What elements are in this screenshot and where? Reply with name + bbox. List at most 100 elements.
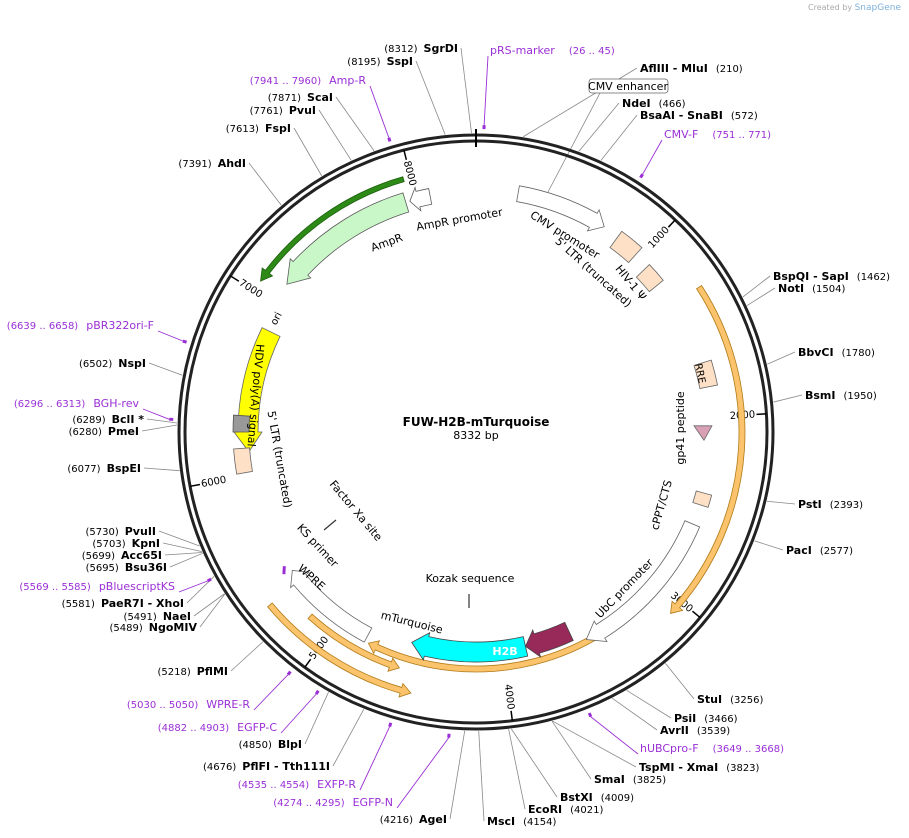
primer-name: BGH-rev [93, 397, 139, 410]
restriction-site-label[interactable]: BspEI(6077) [67, 462, 141, 475]
site-leader-line [449, 730, 466, 820]
rre-box[interactable] [693, 359, 718, 389]
restriction-site-label[interactable]: EcoRI(4021) [528, 803, 604, 816]
restriction-site-label[interactable]: PaeR7I - XhoI(5581) [62, 597, 184, 610]
restriction-site-label[interactable]: FspI(7613) [226, 122, 291, 135]
primer-label[interactable]: EGFP-N(4274 .. 4295) [273, 796, 393, 809]
cppt-box[interactable] [692, 490, 713, 508]
restriction-site-label[interactable]: PflFI - Tth111I(4676) [203, 760, 330, 773]
primer-leader-line [396, 737, 450, 809]
primer-label[interactable]: hUBCpro-F(3649 .. 3668) [640, 742, 784, 755]
restriction-site-label[interactable]: PflMI(5218) [157, 665, 228, 678]
restriction-site-label[interactable]: TspMI - XmaI(3823) [639, 761, 760, 774]
primer-name: pBluescriptKS [99, 580, 175, 593]
restriction-site-label[interactable]: BsaAI - SnaBI(572) [640, 109, 758, 122]
primer-leader-line [590, 716, 639, 755]
restriction-site-label[interactable]: Acc65I (5699) [82, 549, 162, 562]
site-position: (466) [659, 99, 686, 110]
restriction-site-label[interactable]: AflIII - MluI(210) [640, 62, 743, 75]
orf-arc-right[interactable] [670, 284, 746, 614]
primer-label[interactable]: EGFP-C(4882 .. 4903) [158, 721, 278, 734]
restriction-site-label[interactable]: BsmI(1950) [805, 389, 877, 402]
ltr-box-left[interactable] [233, 447, 253, 475]
restriction-site-label[interactable]: BstXI(4009) [560, 791, 634, 804]
cmv-enhancer-label[interactable]: CMV enhancer [588, 78, 668, 94]
primer-name: EXFP-R [317, 778, 356, 791]
restriction-site-label[interactable]: NdeI(466) [622, 97, 686, 110]
restriction-site-label[interactable]: MscI(4154) [487, 815, 556, 828]
restriction-site-label[interactable]: NspI(6502) [79, 357, 146, 370]
primer-leader-line [280, 693, 317, 734]
primer-label[interactable]: EXFP-R(4535 .. 4554) [238, 778, 357, 791]
site-position: (5699) [82, 551, 115, 562]
ampr-promoter-arrow[interactable] [409, 186, 433, 212]
restriction-site-label[interactable]: PsiI(3466) [674, 712, 738, 725]
restriction-site-label[interactable]: SgrDI(8312) [384, 42, 458, 55]
restriction-site-label[interactable]: BbvCI(1780) [798, 346, 875, 359]
primer-label[interactable]: BGH-rev(6296 .. 6313) [14, 397, 140, 410]
wpre-arrow[interactable] [290, 569, 373, 643]
restriction-site-label[interactable]: AgeI(4216) [380, 813, 447, 826]
restriction-site-label[interactable]: NgoMIV(5489) [110, 621, 198, 634]
site-leader-line [767, 351, 796, 365]
ltr-box-top[interactable] [609, 230, 643, 264]
primer-label[interactable]: pBluescriptKS (5569 .. 5585) [19, 580, 175, 593]
site-leader-line [754, 540, 784, 551]
restriction-site-label[interactable]: PacI(2577) [786, 544, 853, 557]
restriction-site-label[interactable]: PmeI(6280) [69, 425, 139, 438]
ampr-arrow[interactable] [286, 192, 410, 285]
hiv-psi-box[interactable] [635, 264, 664, 293]
restriction-site-label[interactable]: SmaI(3825) [594, 773, 666, 786]
restriction-site-label[interactable]: BlpI(4850) [239, 738, 302, 751]
snapgene-logo: SnapGene [854, 3, 901, 13]
restriction-site-label[interactable]: AhdI(7391) [178, 157, 246, 170]
restriction-site-label[interactable]: PstI(2393) [798, 498, 863, 511]
primer-position: (5569 .. 5585) [19, 582, 91, 593]
site-name: StuI [697, 693, 722, 706]
site-leader-line [146, 418, 178, 424]
site-position: (6502) [79, 359, 112, 370]
site-position: (6280) [69, 427, 102, 438]
primer-leader-line [253, 674, 289, 711]
mturquoise-label: mTurquoise [380, 609, 445, 637]
primer-label[interactable]: Amp-R(7941 .. 7960) [250, 74, 367, 87]
ori-label: ori [269, 310, 285, 327]
orf-arc-bottom[interactable] [367, 572, 669, 673]
restriction-site-label[interactable]: KpnI(5703) [92, 537, 160, 550]
orf-arc-left-outer[interactable] [267, 602, 412, 698]
primer-label[interactable]: WPRE-R(5030 .. 5050) [127, 698, 250, 711]
primer-label[interactable]: CMV-F(751 .. 771) [664, 128, 771, 141]
hdv-box[interactable] [232, 414, 250, 433]
primer-site-mark [182, 339, 188, 344]
site-name: Acc65I [121, 549, 162, 562]
restriction-site-label[interactable]: BclI *(6289) [72, 413, 144, 426]
gp41-arrow[interactable] [693, 425, 713, 441]
site-position: (1504) [812, 284, 845, 295]
site-leader-line [600, 114, 638, 161]
restriction-site-label[interactable]: SspI(8195) [347, 55, 413, 68]
mturquoise-arrow[interactable] [411, 631, 529, 663]
restriction-site-label[interactable]: NaeI(5491) [124, 610, 191, 623]
site-name: AvrII [660, 724, 689, 737]
restriction-site-label[interactable]: ScaI(7871) [268, 91, 333, 104]
primer-label[interactable]: pBR322ori-F(6639 .. 6658) [7, 319, 154, 332]
h2b-arrow[interactable] [524, 621, 574, 658]
site-leader-line [230, 641, 264, 672]
restriction-site-label[interactable]: BspQI - SapI(1462) [773, 270, 890, 283]
orf-arc-left-inner[interactable] [307, 613, 401, 672]
site-name: PstI [798, 498, 822, 511]
restriction-site-label[interactable]: Bsu36I(5695) [86, 561, 167, 574]
primer-name: EGFP-N [353, 796, 393, 809]
cmv-promoter-arrow[interactable] [516, 185, 605, 232]
site-leader-line [162, 542, 203, 553]
scale-tick-mark [756, 413, 767, 416]
ubc-promoter-arrow[interactable] [585, 520, 701, 642]
ampr-orf-arc[interactable] [260, 176, 405, 282]
restriction-site-label[interactable]: PvuI(7761) [250, 104, 316, 117]
site-name: BsmI [805, 389, 836, 402]
restriction-site-label[interactable]: NotI(1504) [778, 282, 845, 295]
restriction-site-label[interactable]: StuI(3256) [697, 693, 763, 706]
primer-label[interactable]: pRS-marker(26 .. 45) [490, 44, 615, 57]
restriction-site-label[interactable]: PvuII(5730) [85, 525, 156, 538]
restriction-site-label[interactable]: AvrII(3539) [660, 724, 730, 737]
